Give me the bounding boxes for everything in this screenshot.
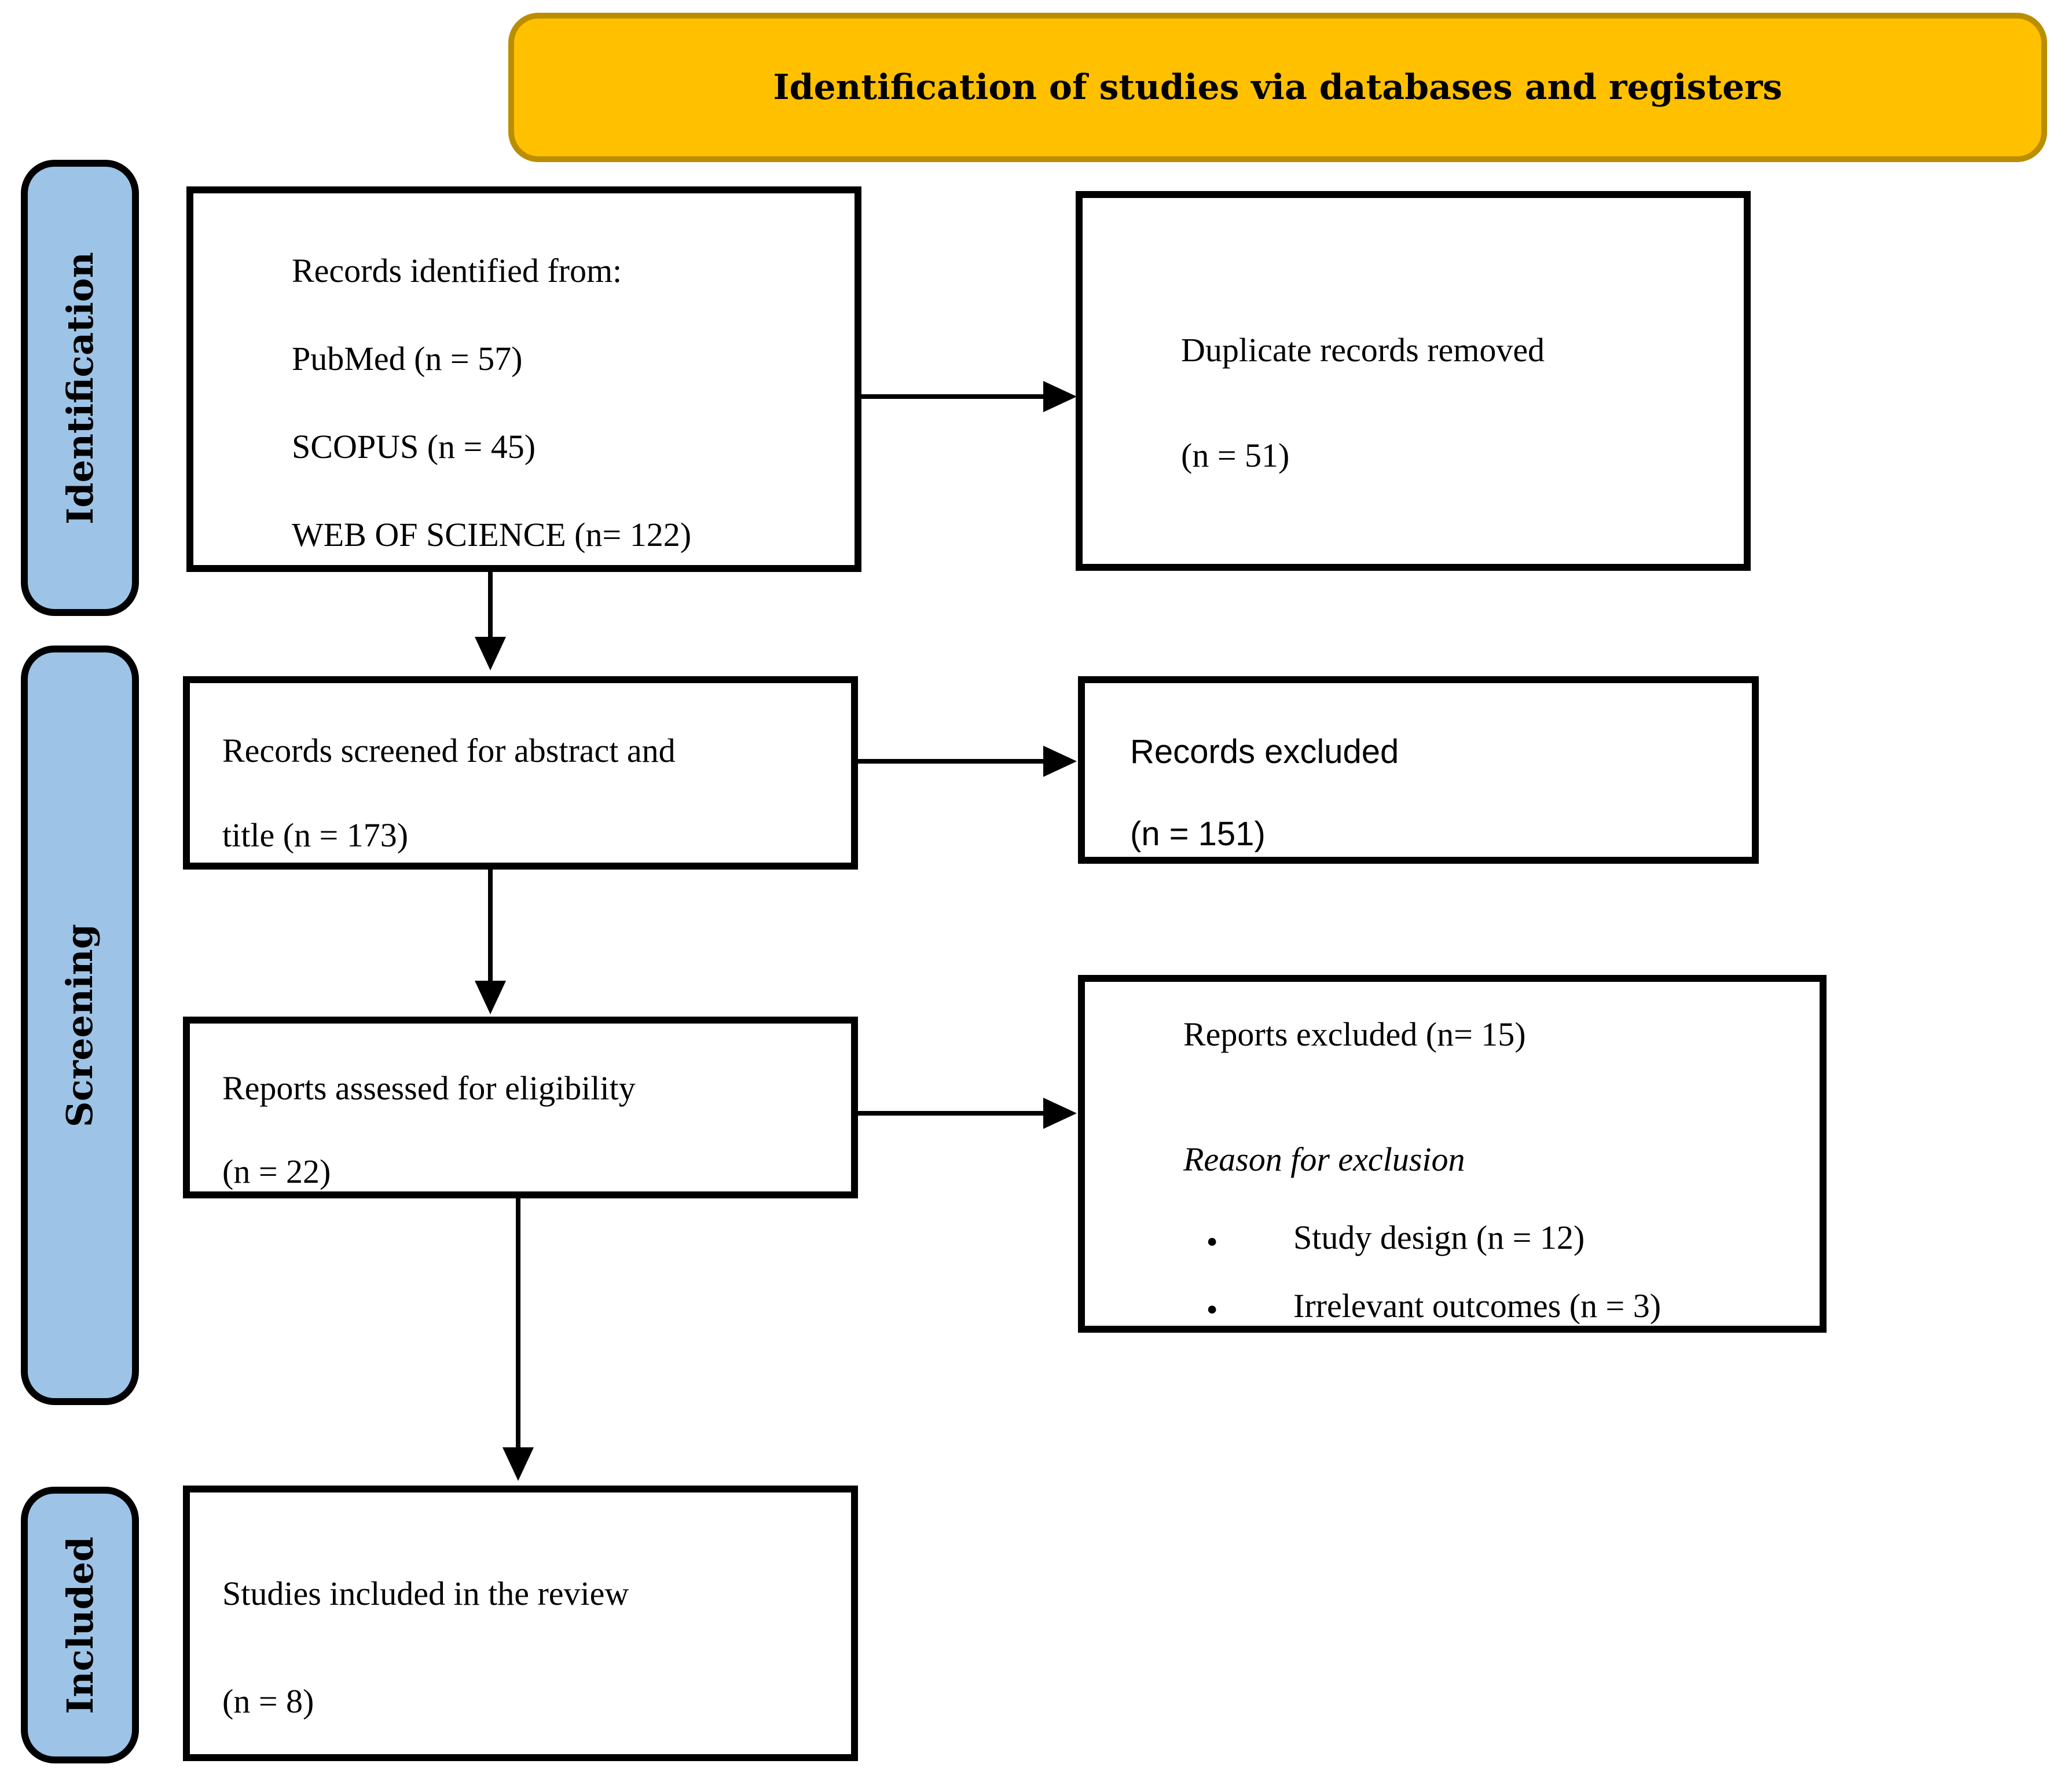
- stage-pill-included: Included: [21, 1487, 139, 1763]
- arrow-line: [488, 571, 493, 646]
- banner-title: Identification of studies via databases …: [773, 67, 1783, 108]
- records-identified-scopus: SCOPUS (n = 45): [292, 428, 536, 465]
- exclusion-reason-study-design: Study design (n = 12): [1183, 1205, 1802, 1274]
- records-identified-wos: WEB OF SCIENCE (n= 122): [292, 516, 692, 553]
- stage-label-included: Included: [58, 1536, 101, 1714]
- arrow-head-icon: [475, 981, 506, 1014]
- stage-pill-screening: Screening: [21, 646, 139, 1405]
- records-identified-pubmed: PubMed (n = 57): [292, 340, 523, 377]
- arrow-head-icon: [1043, 1098, 1077, 1129]
- reason-for-exclusion-label: Reason for exclusion: [1183, 1140, 1465, 1178]
- arrow-line: [858, 759, 1044, 764]
- records-screened-line: Records screened for abstract and: [222, 732, 676, 769]
- records-screened-count: title (n = 173): [222, 816, 409, 854]
- box-reports-excluded: Reports excluded (n= 15) Reason for excl…: [1078, 975, 1827, 1333]
- arrow-head-icon: [1043, 381, 1077, 412]
- arrow-line: [858, 1111, 1044, 1116]
- box-records-screened: Records screened for abstract and title …: [183, 676, 858, 870]
- box-duplicates-removed: Duplicate records removed (n = 51): [1076, 191, 1751, 571]
- box-reports-assessed: Reports assessed for eligibility (n = 22…: [183, 1017, 858, 1198]
- box-records-excluded: Records excluded (n = 151): [1078, 676, 1759, 864]
- reports-assessed-count: (n = 22): [222, 1153, 331, 1190]
- box-records-identified: Records identified from: PubMed (n = 57)…: [186, 186, 861, 572]
- duplicates-removed-line: Duplicate records removed: [1181, 331, 1545, 369]
- arrow-line: [516, 1197, 520, 1450]
- reports-excluded-heading: Reports excluded (n= 15): [1183, 1015, 1526, 1053]
- box-studies-included: Studies included in the review (n = 8): [183, 1486, 858, 1761]
- banner-identification-via-databases: Identification of studies via databases …: [508, 13, 2047, 162]
- arrow-line: [861, 394, 1044, 399]
- reports-assessed-line: Reports assessed for eligibility: [222, 1069, 636, 1107]
- duplicates-removed-count: (n = 51): [1181, 437, 1290, 474]
- arrow-line: [488, 870, 493, 984]
- arrow-head-icon: [475, 637, 506, 670]
- arrow-head-icon: [1043, 746, 1077, 777]
- studies-included-count: (n = 8): [222, 1682, 314, 1720]
- exclusion-reason-irrelevant-outcomes: Irrelevant outcomes (n = 3): [1183, 1274, 1802, 1342]
- records-excluded-count: (n = 151): [1130, 815, 1266, 853]
- records-identified-line: Records identified from:: [292, 252, 622, 289]
- arrow-head-icon: [503, 1447, 534, 1481]
- stage-label-identification: Identification: [58, 251, 101, 525]
- stage-label-screening: Screening: [58, 923, 101, 1127]
- studies-included-line: Studies included in the review: [222, 1575, 629, 1612]
- records-excluded-line: Records excluded: [1130, 733, 1399, 771]
- stage-pill-identification: Identification: [21, 160, 139, 616]
- exclusion-reason-list: Study design (n = 12) Irrelevant outcome…: [1183, 1205, 1802, 1341]
